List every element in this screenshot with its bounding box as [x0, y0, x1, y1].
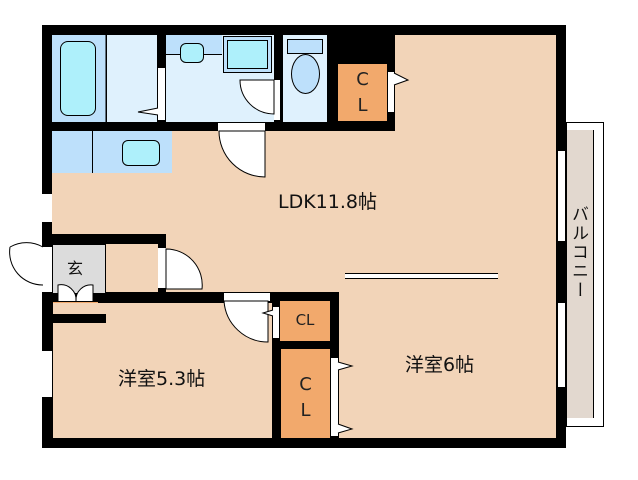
bathtub-icon: [60, 41, 96, 116]
balcony-label: バルコニー: [568, 205, 588, 300]
closet-top-label-1: C: [356, 69, 369, 90]
kitchen-sink-icon: [92, 131, 93, 173]
entrance-door-opening: [42, 247, 52, 292]
closet-mid-label: CL: [295, 311, 315, 329]
balcony: [567, 130, 594, 418]
closet-mid: [280, 301, 330, 341]
closet-top-label-2: L: [357, 95, 368, 116]
washbasin-icon: [180, 43, 204, 63]
shoe-cabinet-wall: [53, 314, 106, 323]
closet-bottom: [281, 349, 330, 438]
toilet-bowl-icon: [291, 54, 320, 94]
western-room-1-label: 洋室5.3帖: [118, 368, 206, 390]
closet-bottom-label-2: L: [300, 400, 311, 421]
bathroom-wash-area: [106, 35, 157, 122]
washing-machine-drum: [227, 40, 268, 69]
closet-bottom-label-1: C: [299, 374, 312, 395]
window-room2-right: [557, 302, 566, 388]
western-room-2-label: 洋室6帖: [405, 354, 475, 376]
window-ldk-left: [42, 193, 52, 223]
window-room1-left: [42, 350, 52, 398]
western-room-2: [339, 283, 556, 438]
kitchen-sink-basin-icon: [122, 140, 160, 166]
toilet-tank-icon: [287, 39, 323, 54]
sliding-door-room2: [345, 273, 498, 279]
window-ldk-right: [557, 150, 566, 242]
ldk-room-lower: [166, 234, 556, 292]
ldk-label: LDK11.8帖: [278, 191, 377, 213]
ldk-room-left: [106, 244, 158, 292]
entrance-label: 玄: [67, 259, 84, 278]
closet-top: [338, 64, 387, 121]
